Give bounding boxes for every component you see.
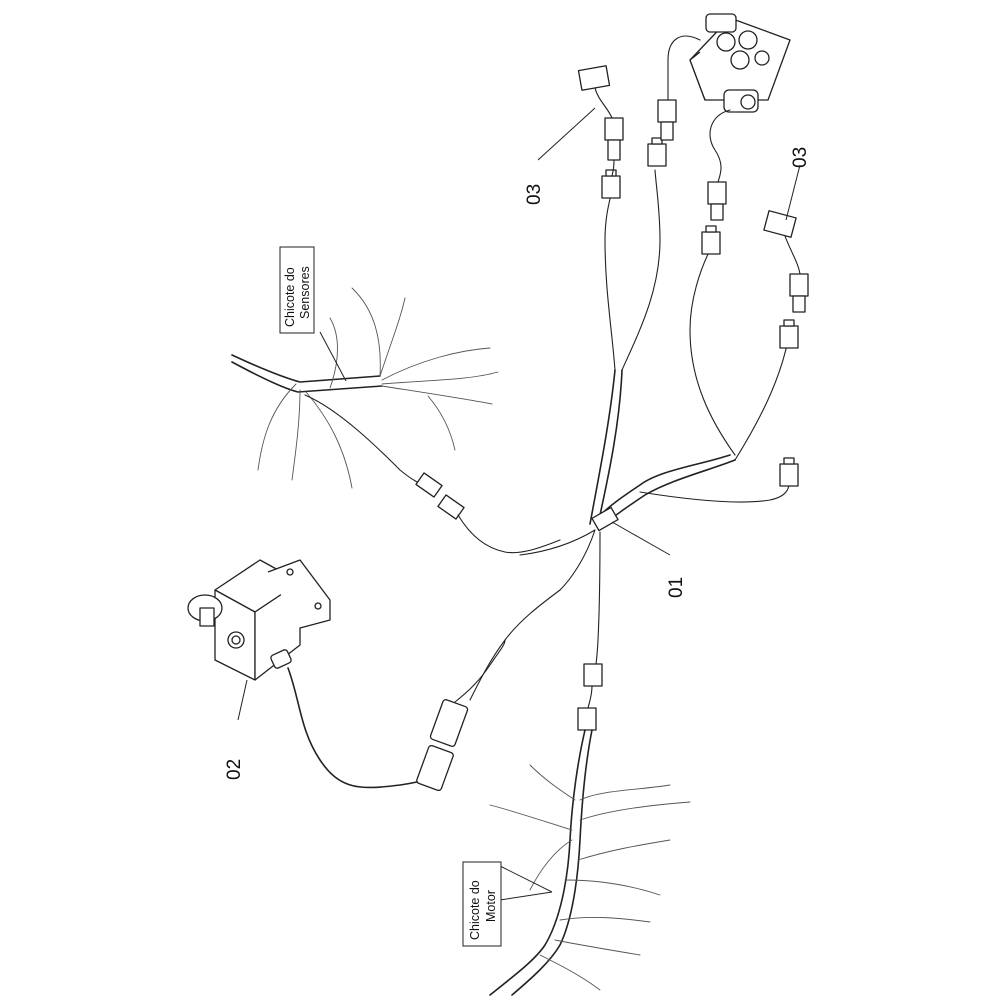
switch-cable [287, 639, 506, 792]
valve-block [657, 13, 791, 221]
main-harness [469, 169, 791, 701]
callout-01: 01 [666, 577, 687, 598]
sensor-right [763, 210, 809, 313]
sensor-left [577, 65, 624, 177]
callout-03-right: 03 [790, 147, 811, 168]
harness-connectors-upper [601, 137, 799, 487]
callout-leaders [237, 107, 801, 901]
motor-harness-bundle [489, 663, 691, 996]
sensor-harness-label-line1: Chicote do [283, 267, 297, 327]
motor-harness-label: Chicote do Motor [462, 861, 502, 947]
sensor-harness-label-line2: Sensores [298, 266, 312, 319]
callout-02: 02 [224, 759, 245, 780]
sensor-harness-label: Chicote do Sensores [279, 246, 315, 334]
sensor-harness-connector [415, 472, 561, 554]
callout-03-left: 03 [524, 184, 545, 205]
motor-harness-label-line2: Motor [484, 890, 498, 922]
motor-harness-label-line1: Chicote do [468, 880, 482, 940]
sensor-harness-bundle [231, 287, 499, 489]
switch-box [187, 559, 331, 681]
